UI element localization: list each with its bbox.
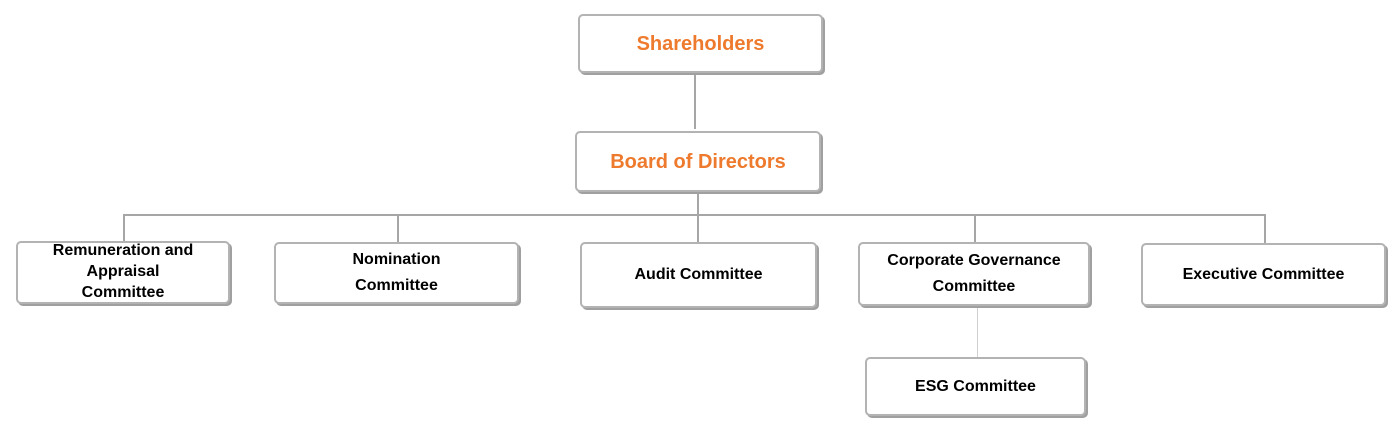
connector-governance-esg xyxy=(977,307,978,359)
esg-committee-label: ESG Committee xyxy=(915,377,1036,395)
remuneration-committee-label: Remuneration and Appraisal Committee xyxy=(52,242,194,301)
executive-committee-label: Executive Committee xyxy=(1182,265,1345,283)
nomination-committee-label: Nomination Committee xyxy=(352,251,441,294)
connector-corporate-governance xyxy=(974,214,976,243)
shareholders-node: Shareholders xyxy=(578,14,823,73)
connector-audit xyxy=(697,214,699,243)
nomination-committee-node: Nomination Committee xyxy=(274,242,519,304)
connector-remuneration xyxy=(123,214,125,242)
board-of-directors-node: Board of Directors xyxy=(575,131,821,192)
shareholders-label: Shareholders xyxy=(636,32,765,55)
connector-committee-bus xyxy=(123,214,1266,216)
esg-committee-node: ESG Committee xyxy=(865,357,1086,416)
board-of-directors-label: Board of Directors xyxy=(610,150,786,173)
corporate-governance-committee-label: Corporate Governance Committee xyxy=(887,252,1061,295)
connector-nomination xyxy=(397,214,399,243)
remuneration-committee-node: Remuneration and Appraisal Committee xyxy=(16,241,230,304)
corporate-governance-committee-node: Corporate Governance Committee xyxy=(858,242,1090,306)
connector-executive xyxy=(1264,214,1266,244)
connector-board-bus xyxy=(697,193,699,215)
audit-committee-node: Audit Committee xyxy=(580,242,817,308)
audit-committee-label: Audit Committee xyxy=(634,266,763,284)
connector-shareholders-board xyxy=(694,75,696,129)
executive-committee-node: Executive Committee xyxy=(1141,243,1386,306)
